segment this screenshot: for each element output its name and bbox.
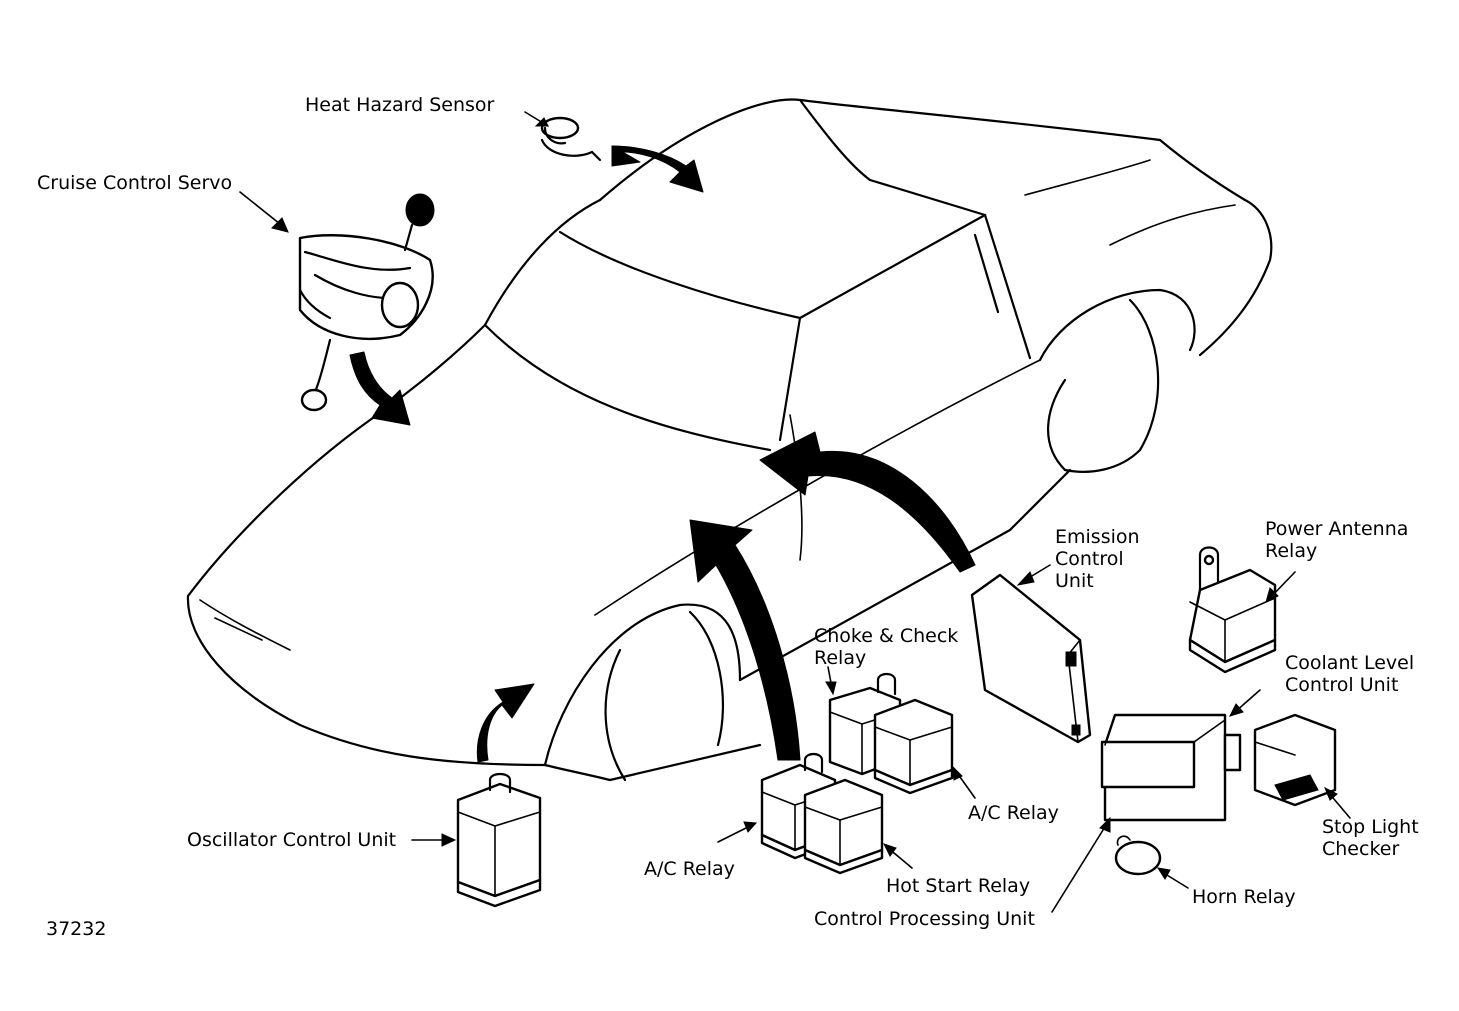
ac-relay-right-part — [873, 698, 976, 799]
arrow-oscillator-to-car — [476, 683, 535, 763]
label-power-antenna-line-1: Power Antenna — [1265, 518, 1409, 540]
label-stop-light-line-1: Stop Light — [1322, 816, 1419, 838]
label-oscillator-control-unit: Oscillator Control Unit — [187, 829, 397, 851]
label-emission-control-unit: Emission Control Unit — [1055, 526, 1140, 592]
arrow-sensor-to-car — [611, 145, 704, 193]
oscillator-control-unit-part — [411, 772, 542, 908]
control-processing-unit-leader — [1051, 816, 1111, 913]
label-stop-light-checker: Stop Light Checker — [1322, 816, 1419, 860]
label-heat-hazard-sensor: Heat Hazard Sensor — [305, 94, 495, 116]
emission-control-unit-part — [970, 564, 1092, 744]
label-choke-line-1: Choke & Check — [814, 625, 959, 647]
coolant-level-control-unit-part — [1100, 689, 1261, 822]
label-stop-light-line-2: Checker — [1322, 838, 1400, 860]
power-antenna-relay-part — [1188, 546, 1296, 674]
horn-relay-part — [1114, 835, 1189, 889]
label-ac-relay-right: A/C Relay — [968, 802, 1059, 824]
arrow-relays-to-car — [689, 519, 801, 761]
label-cruise-control-servo: Cruise Control Servo — [37, 172, 233, 194]
cruise-control-servo-part — [239, 191, 435, 412]
heat-hazard-sensor-part — [524, 111, 602, 162]
label-coolant-level-control-unit: Coolant Level Control Unit — [1285, 652, 1414, 696]
hot-start-relay-part — [803, 778, 913, 875]
figure-number: 37232 — [46, 918, 107, 940]
label-choke-check-relay: Choke & Check Relay — [814, 625, 958, 669]
label-hot-start-relay: Hot Start Relay — [886, 875, 1031, 897]
arrow-emission-to-car — [759, 431, 976, 573]
label-control-processing-unit: Control Processing Unit — [814, 908, 1035, 930]
label-coolant-line-1: Coolant Level — [1285, 652, 1415, 674]
label-emission-line-1: Emission — [1055, 526, 1140, 548]
car-outline — [186, 98, 1273, 782]
label-power-antenna-line-2: Relay — [1265, 540, 1318, 562]
label-power-antenna-relay: Power Antenna Relay — [1265, 518, 1408, 562]
label-emission-line-2: Control — [1055, 548, 1124, 570]
label-horn-relay: Horn Relay — [1192, 886, 1296, 908]
arrow-servo-to-car — [349, 351, 411, 426]
stop-light-checker-part — [1253, 713, 1351, 819]
label-choke-line-2: Relay — [814, 647, 867, 669]
label-coolant-line-2: Control Unit — [1285, 674, 1399, 696]
label-ac-relay-left: A/C Relay — [644, 858, 735, 880]
label-emission-line-3: Unit — [1055, 570, 1094, 592]
